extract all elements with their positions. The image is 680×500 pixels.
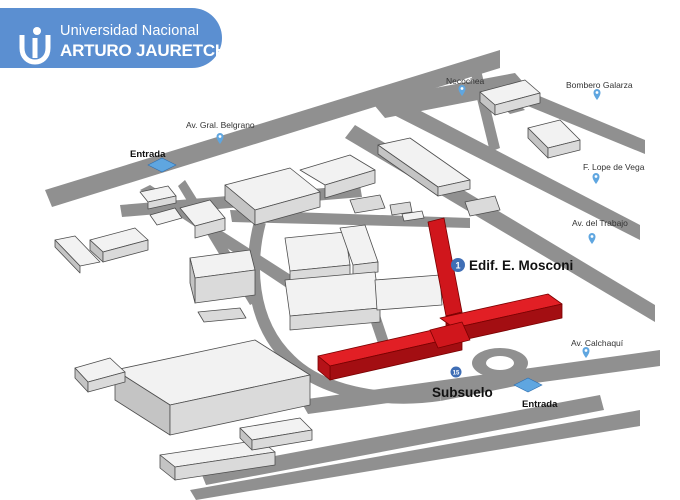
street-trabajo: Av. del Trabajo (572, 218, 628, 244)
university-logo-icon (19, 27, 51, 65)
svg-text:Bombero Galarza: Bombero Galarza (566, 80, 633, 90)
street-bombero-galarza: Bombero Galarza (566, 80, 633, 100)
bus-stop-icon (450, 366, 462, 378)
location-pin-icon (582, 347, 590, 358)
subsuelo-label: 15 Subsuelo (432, 366, 493, 400)
building-small-center (197, 307, 247, 323)
location-pin-icon (588, 233, 596, 244)
entrance-south[interactable]: Entrada (513, 377, 558, 410)
university-logo[interactable]: Universidad Nacional ARTURO JAURETCHE (0, 8, 238, 68)
building-south-bottom-right (239, 417, 313, 451)
svg-text:Av. del Trabajo: Av. del Trabajo (572, 218, 628, 228)
building-mosconi-highlight[interactable] (317, 217, 563, 381)
building-necochea (479, 79, 541, 116)
svg-text:Necochea: Necochea (446, 76, 485, 86)
building-north-entrance-cluster (139, 185, 226, 239)
building-central-left (189, 249, 256, 304)
svg-text:F. Lope de Vega: F. Lope de Vega (583, 162, 645, 172)
svg-text:Entrada: Entrada (130, 149, 166, 160)
building-north-west (224, 167, 321, 226)
building-west-long (54, 235, 101, 274)
svg-text:Entrada: Entrada (522, 399, 558, 410)
entrance-marker-icon (147, 157, 177, 173)
building-east (527, 119, 581, 159)
entrance-marker-icon (513, 377, 543, 393)
building-southwest-annex (74, 357, 126, 393)
logo-university-name: Universidad Nacional (60, 23, 200, 39)
campus-buildings (54, 79, 581, 481)
street-belgrano: Av. Gral. Belgrano (186, 120, 255, 144)
building-northeast-complex (377, 137, 471, 197)
street-necochea: Necochea (446, 76, 485, 96)
building-west (89, 227, 149, 263)
building-center-main (284, 224, 379, 285)
building-northeast-row (349, 194, 501, 222)
building-number-badge (451, 258, 465, 272)
location-pin-icon (592, 173, 600, 184)
logo-university-subtitle: ARTURO JAURETCHE (60, 41, 239, 60)
building-south-bottom (159, 439, 276, 481)
building-center-lower (284, 271, 443, 331)
entrance-north[interactable]: Entrada (130, 149, 177, 173)
svg-text:15: 15 (453, 371, 460, 377)
street-lope-de-vega: F. Lope de Vega (583, 162, 645, 184)
building-large-south (114, 339, 311, 436)
svg-text:Subsuelo: Subsuelo (432, 385, 493, 400)
building-north-center (299, 154, 376, 199)
street-labels: Necochea Bombero Galarza Av. Gral. Belgr… (186, 76, 645, 358)
svg-text:Edif. E. Mosconi: Edif. E. Mosconi (469, 258, 573, 273)
location-pin-icon (593, 89, 601, 100)
svg-text:Av. Calchaquí: Av. Calchaquí (571, 338, 624, 348)
street-calchaqui: Av. Calchaquí (571, 338, 624, 358)
svg-text:Av. Gral. Belgrano: Av. Gral. Belgrano (186, 120, 255, 130)
roundabout (472, 348, 528, 378)
perimeter-road (248, 220, 441, 404)
building-mosconi-label: 1 Edif. E. Mosconi (451, 258, 573, 273)
svg-text:1: 1 (455, 261, 460, 271)
